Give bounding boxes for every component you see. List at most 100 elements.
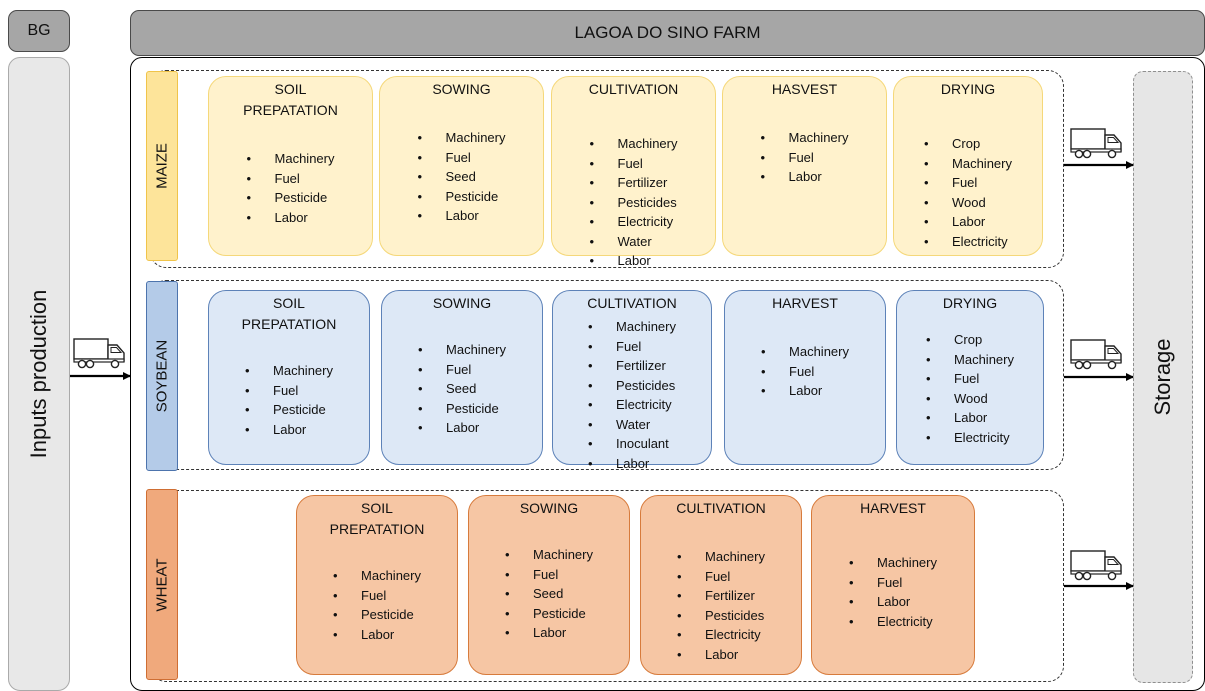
stage-title-line: SOIL: [361, 500, 393, 516]
input-item: Machinery: [247, 149, 335, 169]
input-item: Machinery: [924, 154, 1012, 174]
wheat-crop-label: WHEAT: [146, 489, 178, 680]
stage-title-line: SOWING: [519, 500, 579, 516]
stage-title-line: HARVEST: [772, 295, 838, 311]
soybean-stage-2: CULTIVATIONMachineryFuelFertilizerPestic…: [552, 290, 712, 473]
wheat-stage-0: SOILPREPATATIONMachineryFuelPesticideLab…: [296, 495, 458, 675]
stage-title: HARVEST: [725, 291, 885, 314]
stage-title-line: SOWING: [432, 295, 492, 311]
input-item: Labor: [761, 167, 849, 187]
stage-input-list: MachineryFuelPesticideLabor: [247, 149, 335, 227]
input-item: Pesticides: [590, 193, 678, 213]
input-item: Fuel: [247, 169, 335, 189]
input-item: Pesticide: [333, 605, 421, 625]
input-item: Fertilizer: [677, 586, 765, 606]
stage-input-list: MachineryFuelFertilizerPesticidesElectri…: [588, 317, 676, 473]
input-item: Crop: [926, 330, 1014, 350]
maize-stage-2: CULTIVATION MachineryFuelFertilizerPestic…: [551, 76, 716, 270]
input-item: Labor: [333, 625, 421, 645]
input-item: Machinery: [677, 547, 765, 567]
stage-title-line: PREPATATION: [329, 521, 425, 537]
input-item: Seed: [418, 167, 506, 187]
stage-title-line: SOWING: [432, 81, 491, 97]
stage-title: CULTIVATION: [641, 496, 801, 519]
soybean-stage-0: SOIL PREPATATION MachineryFuelPesticideLab…: [208, 290, 370, 465]
input-item: Pesticide: [245, 400, 333, 420]
input-item: Water: [588, 415, 676, 435]
input-item: Pesticide: [418, 399, 506, 419]
stage-title: DRYING: [894, 77, 1042, 100]
farm-title: LAGOA DO SINO FARM: [574, 23, 761, 42]
input-item: Machinery: [590, 134, 678, 154]
input-item: Electricity: [924, 232, 1012, 252]
stage-title-line: SOIL: [274, 81, 307, 97]
input-item: Labor: [924, 212, 1012, 232]
stage-title-line: SOIL: [273, 295, 305, 311]
maize-stage-4: DRYING CropMachineryFuelWoodLaborElectric…: [893, 76, 1043, 256]
stage-input-list: CropMachineryFuelWoodLaborElectricity: [924, 134, 1012, 251]
truck-icon: [1070, 339, 1122, 370]
input-item: Fuel: [588, 337, 676, 357]
input-item: Labor: [677, 645, 765, 665]
stage-title: SOWING: [380, 77, 543, 100]
input-item: Pesticide: [247, 188, 335, 208]
input-item: Machinery: [505, 545, 593, 565]
stage-title: HASVEST: [723, 77, 886, 100]
input-item: Fertilizer: [590, 173, 678, 193]
input-item: Electricity: [590, 212, 678, 232]
stage-title-line: HASVEST: [771, 81, 838, 97]
input-item: Fuel: [924, 173, 1012, 193]
input-item: Pesticides: [677, 606, 765, 626]
stage-title-line: HARVEST: [860, 500, 926, 516]
stage-title-line: DRYING: [940, 81, 996, 97]
farm-title-bar: LAGOA DO SINO FARM: [130, 10, 1205, 56]
input-item: Wood: [926, 389, 1014, 409]
input-item: Fuel: [418, 360, 506, 380]
stage-title: DRYING: [897, 291, 1043, 314]
input-item: Labor: [418, 206, 506, 226]
stage-title: HARVEST: [812, 496, 974, 519]
soybean-stage-3: HARVESTMachineryFuelLabor: [724, 290, 886, 465]
wheat-stage-2: CULTIVATIONMachineryFuelFertilizerPestic…: [640, 495, 802, 675]
input-item: Electricity: [588, 395, 676, 415]
stage-input-list: CropMachineryFuelWoodLaborElectricity: [926, 330, 1014, 447]
input-item: Electricity: [677, 625, 765, 645]
input-item: Machinery: [761, 128, 849, 148]
input-item: Water: [590, 232, 678, 252]
stage-title-line: PREPATATION: [243, 102, 338, 118]
truck-icon: [73, 338, 125, 369]
stage-title: CULTIVATION: [552, 77, 715, 100]
stage-input-list: MachineryFuelSeedPesticideLabor: [505, 545, 593, 643]
input-item: Pesticides: [588, 376, 676, 396]
input-item: Fuel: [590, 154, 678, 174]
stage-input-list: MachineryFuelSeedPesticideLabor: [418, 128, 506, 226]
input-item: Fuel: [505, 565, 593, 585]
input-item: Seed: [505, 584, 593, 604]
input-item: Fertilizer: [588, 356, 676, 376]
input-item: Electricity: [849, 612, 937, 632]
input-item: Labor: [245, 420, 333, 440]
stage-title-line: DRYING: [942, 295, 998, 311]
maize-stage-0: SOIL PREPATATION MachineryFuelPesticideLab…: [208, 76, 373, 256]
stage-title-line: PREPATATION: [241, 316, 337, 332]
input-item: Labor: [761, 381, 849, 401]
input-item: Labor: [849, 592, 937, 612]
maize-stage-1: SOWING MachineryFuelSeedPesticideLabor: [379, 76, 544, 256]
input-item: Labor: [926, 408, 1014, 428]
input-item: Fuel: [926, 369, 1014, 389]
input-item: Labor: [588, 454, 676, 474]
stage-input-list: MachineryFuelLabor: [761, 128, 849, 187]
input-item: Machinery: [926, 350, 1014, 370]
bg-label: BG: [27, 22, 51, 39]
input-item: Machinery: [849, 553, 937, 573]
stage-input-list: MachineryFuelPesticideLabor: [245, 361, 333, 439]
input-item: Fuel: [849, 573, 937, 593]
input-item: Labor: [418, 418, 506, 438]
input-item: Labor: [247, 208, 335, 228]
input-item: Pesticide: [418, 187, 506, 207]
maize-crop-label: MAIZE: [146, 71, 178, 261]
stage-title-line: CULTIVATION: [588, 81, 679, 97]
maize-stage-3: HASVEST MachineryFuelLabor: [722, 76, 887, 256]
input-item: Fuel: [761, 362, 849, 382]
